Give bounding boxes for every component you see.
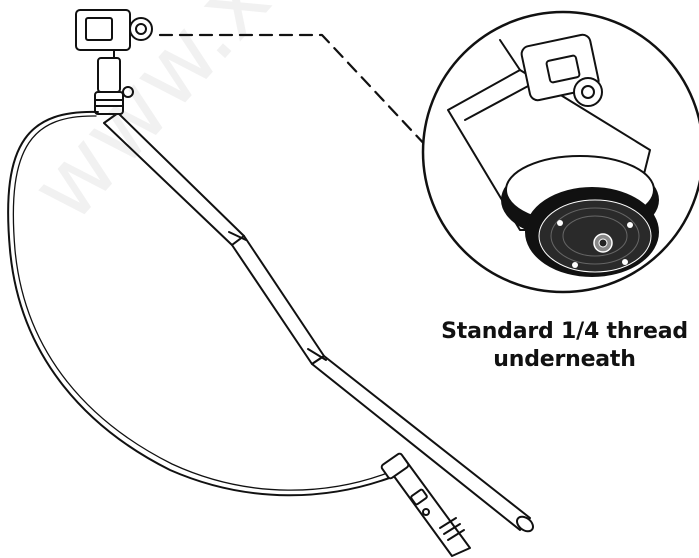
caption-line-1: Standard 1/4 thread: [441, 319, 688, 344]
thread-closeup-inset: [421, 10, 699, 294]
caption-line-2: underneath: [493, 347, 636, 372]
gimbal-head: [75, 9, 153, 115]
callout-leader-line: [158, 33, 430, 150]
remote-grip: [380, 452, 471, 557]
control-cable: [7, 110, 393, 497]
extension-pole: [103, 112, 534, 533]
thread-caption: Standard 1/4 thread underneath: [430, 318, 699, 374]
